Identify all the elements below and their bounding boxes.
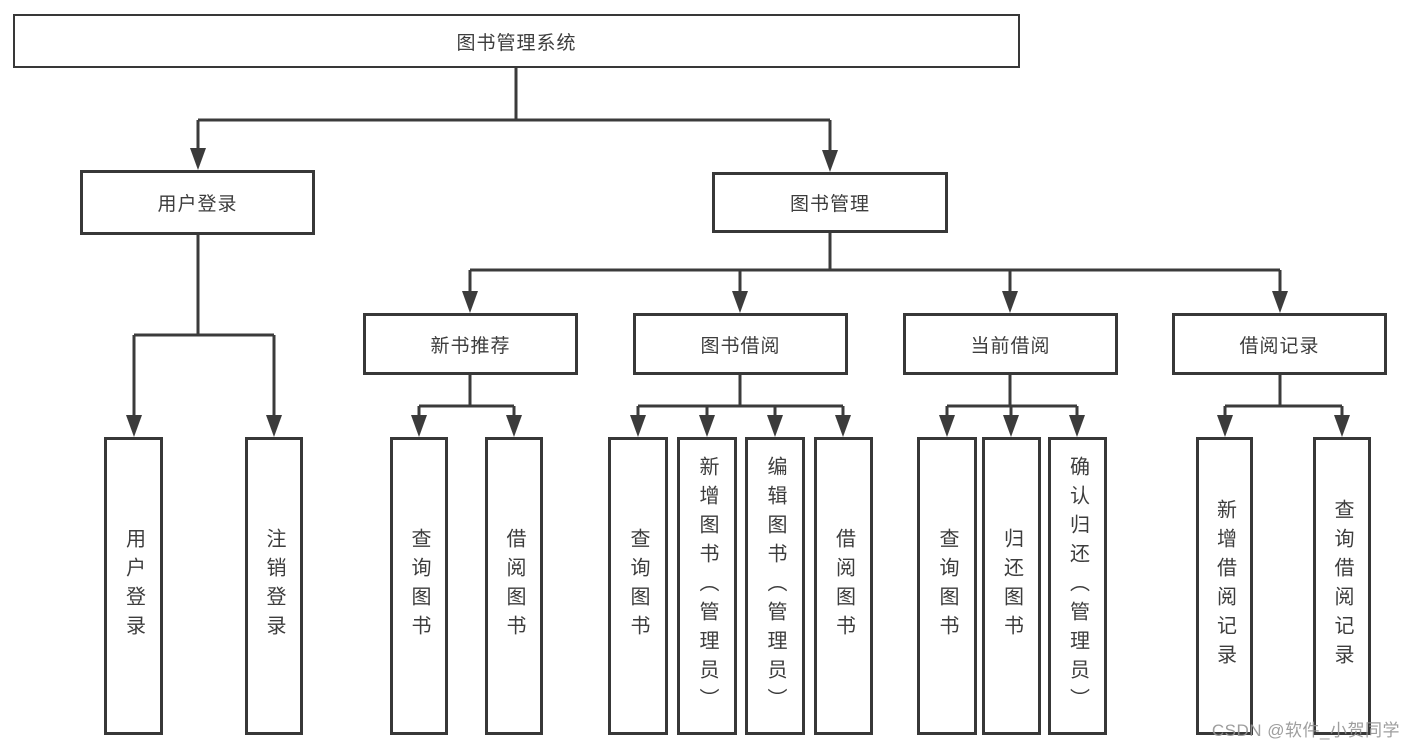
arrowhead (630, 415, 646, 437)
leaf-label: 借阅图书 (503, 528, 525, 644)
leaf-label: 用户登录 (122, 528, 145, 644)
arrowhead (411, 415, 427, 437)
node-user-login: 用户登录 (80, 170, 315, 235)
leaf-label: 查询图书 (627, 528, 649, 644)
arrowhead (1003, 415, 1019, 437)
leaf-label: 确认归还（管理员） (1066, 455, 1089, 717)
leaf-label: 借阅图书 (832, 528, 855, 644)
node-bb-add-book-admin: 新增图书（管理员） (677, 437, 737, 735)
node-bb-borrow-book: 借阅图书 (814, 437, 873, 735)
leaf-label: 归还图书 (1000, 528, 1023, 644)
arrowhead (1002, 291, 1018, 313)
leaf-label: 新增图书（管理员） (696, 455, 718, 717)
leaf-label: 注销登录 (263, 528, 285, 644)
arrowhead (1069, 415, 1085, 437)
leaf-label: 查询图书 (936, 528, 958, 644)
leaf-label: 编辑图书（管理员） (764, 455, 786, 717)
node-cb-confirm-return-admin: 确认归还（管理员） (1048, 437, 1107, 735)
arrowhead (699, 415, 715, 437)
arrowhead (1272, 291, 1288, 313)
node-borrow-records: 借阅记录 (1172, 313, 1387, 375)
node-leaf-logout-login: 注销登录 (245, 437, 303, 735)
arrowhead (1334, 415, 1350, 437)
arrowhead (835, 415, 851, 437)
node-leaf-user-login: 用户登录 (104, 437, 163, 735)
node-cb-query-book: 查询图书 (917, 437, 977, 735)
arrowhead (126, 415, 142, 437)
node-root: 图书管理系统 (13, 14, 1020, 68)
arrowhead (939, 415, 955, 437)
arrowhead (506, 415, 522, 437)
leaf-label: 新增借阅记录 (1213, 499, 1236, 673)
node-bb-edit-book-admin: 编辑图书（管理员） (745, 437, 805, 735)
node-cb-return-book: 归还图书 (982, 437, 1041, 735)
arrowhead (767, 415, 783, 437)
node-current-borrow: 当前借阅 (903, 313, 1118, 375)
node-rec-query-book: 查询图书 (390, 437, 448, 735)
arrowhead (462, 291, 478, 313)
node-book-management: 图书管理 (712, 172, 948, 233)
leaf-label: 查询借阅记录 (1331, 499, 1353, 673)
leaf-label: 查询图书 (408, 528, 430, 644)
node-book-borrow: 图书借阅 (633, 313, 848, 375)
arrowhead (1217, 415, 1233, 437)
node-br-query-record: 查询借阅记录 (1313, 437, 1371, 735)
arrowhead (266, 415, 282, 437)
arrowhead (190, 148, 206, 170)
node-br-add-record: 新增借阅记录 (1196, 437, 1253, 735)
watermark: CSDN @软件_小贺同学 (1211, 721, 1400, 740)
node-bb-query-book: 查询图书 (608, 437, 668, 735)
node-rec-borrow-book: 借阅图书 (485, 437, 543, 735)
arrowhead (822, 150, 838, 172)
arrowhead (732, 291, 748, 313)
node-new-book-recommend: 新书推荐 (363, 313, 578, 375)
